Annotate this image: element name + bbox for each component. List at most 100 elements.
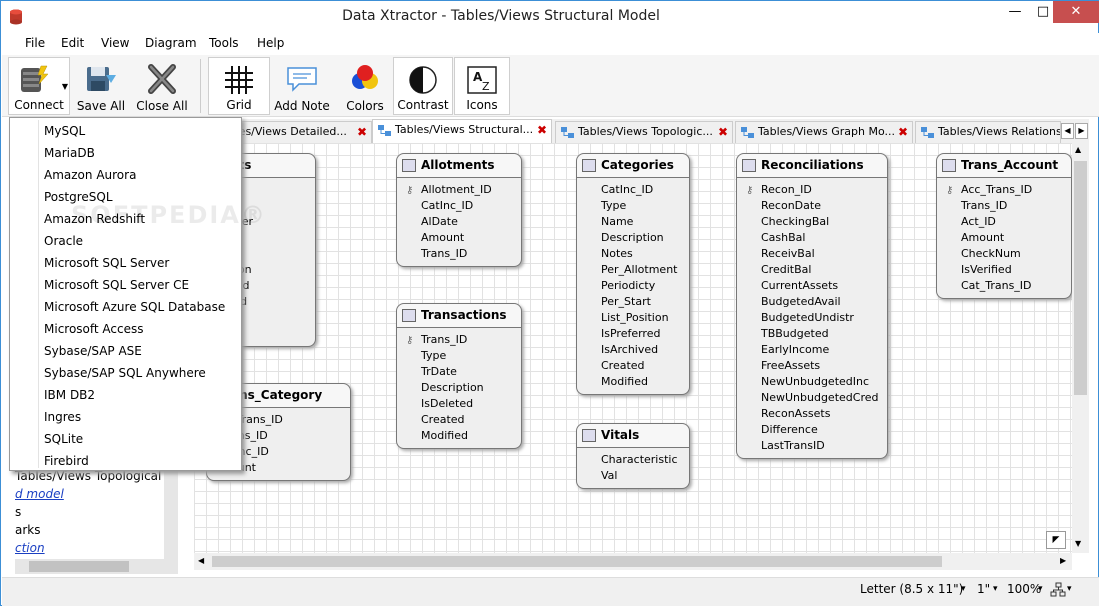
entity-field[interactable]: CreditBal <box>737 262 887 278</box>
minimize-button[interactable]: — <box>1008 4 1022 19</box>
chevron-down-icon[interactable]: ▾ <box>1067 584 1072 594</box>
scroll-down-icon[interactable]: ▼ <box>1075 539 1082 548</box>
entity-field[interactable]: ⚷Recon_ID <box>737 182 887 198</box>
entity-field[interactable]: Modified <box>397 428 521 444</box>
scroll-left-icon[interactable]: ◀ <box>198 556 205 565</box>
entity-field[interactable]: Created <box>397 412 521 428</box>
chevron-down-icon[interactable]: ▾ <box>961 584 966 594</box>
entity-field[interactable]: LastTransID <box>737 438 887 454</box>
entity-field[interactable]: CheckNum <box>937 246 1071 262</box>
entity-field[interactable]: Description <box>577 230 689 246</box>
entity-field[interactable]: Notes <box>577 246 689 262</box>
icons-button[interactable]: A Z Icons <box>454 57 510 115</box>
connect-menu-item[interactable]: Microsoft Azure SQL Database <box>44 300 226 314</box>
left-panel-link[interactable]: ction <box>15 541 45 555</box>
connect-menu-item[interactable]: SQLite <box>44 432 84 446</box>
entity-field[interactable]: Trans_ID <box>937 198 1071 214</box>
zoom-selector[interactable]: 100% <box>1007 582 1042 596</box>
left-panel-item[interactable]: Tables/Views Topological M <box>15 469 176 483</box>
tab-scroll-right-icon[interactable]: ▶ <box>1075 123 1088 139</box>
entity-field[interactable]: Per_Start <box>577 294 689 310</box>
entity-field[interactable]: ReceivBal <box>737 246 887 262</box>
menu-file[interactable]: File <box>25 36 46 50</box>
entity-header[interactable]: Trans_Account <box>937 154 1071 178</box>
entity-field[interactable]: Per_Allotment <box>577 262 689 278</box>
entity-field[interactable]: NewUnbudgetedInc <box>737 374 887 390</box>
menu-edit[interactable]: Edit <box>61 36 85 50</box>
entity-header[interactable]: Reconciliations <box>737 154 887 178</box>
entity-field[interactable]: Type <box>397 348 521 364</box>
connect-button[interactable]: ▼ Connect <box>8 57 70 115</box>
tab-scroll-left-icon[interactable]: ◀ <box>1061 123 1074 139</box>
entity-field[interactable]: CatInc_ID <box>397 198 521 214</box>
entity-field[interactable]: Created <box>577 358 689 374</box>
entity-header[interactable]: Transactions <box>397 304 521 328</box>
entity-field[interactable]: Amount <box>937 230 1071 246</box>
entity-field[interactable]: NewUnbudgetedCred <box>737 390 887 406</box>
connect-menu-item[interactable]: Amazon Aurora <box>44 168 137 182</box>
grid-button[interactable]: Grid <box>208 57 270 115</box>
entity-field[interactable]: List_Position <box>577 310 689 326</box>
close-window-button[interactable]: ✕ <box>1053 1 1099 23</box>
connect-menu-item[interactable]: Microsoft SQL Server CE <box>44 278 190 292</box>
tab-close-icon[interactable]: ✖ <box>356 125 367 139</box>
entity-field[interactable]: CurrentAssets <box>737 278 887 294</box>
entity-header[interactable]: Categories <box>577 154 689 178</box>
connect-menu-item[interactable]: MySQL <box>44 124 86 138</box>
entity-field[interactable]: Trans_ID <box>397 246 521 262</box>
entity-field[interactable]: IsArchived <box>577 342 689 358</box>
vscroll-thumb[interactable] <box>1074 161 1087 395</box>
entity-field[interactable]: BudgetedAvail <box>737 294 887 310</box>
entity-field[interactable]: IsVerified <box>937 262 1071 278</box>
diagram-canvas[interactable]: ccountst_IDmet_Numbertespet_PositionPref… <box>194 143 1072 553</box>
entity-field[interactable]: Type <box>577 198 689 214</box>
grid-size-selector[interactable]: 1" <box>977 582 991 596</box>
canvas-vscroll[interactable]: ▲ ▼ <box>1072 143 1089 553</box>
entity-header[interactable]: Allotments <box>397 154 521 178</box>
maximize-button[interactable]: □ <box>1036 4 1050 19</box>
connect-menu-item[interactable]: MariaDB <box>44 146 95 160</box>
entity-field[interactable]: Periodicty <box>577 278 689 294</box>
entity-field[interactable]: FreeAssets <box>737 358 887 374</box>
chevron-down-icon[interactable]: ▾ <box>993 584 998 594</box>
entity-field[interactable]: CashBal <box>737 230 887 246</box>
entity-field[interactable]: CheckingBal <box>737 214 887 230</box>
canvas-hscroll[interactable]: ◀ ▶ <box>194 553 1072 570</box>
tab-structural-model[interactable]: Tables/Views Structural... ✖ <box>372 119 552 143</box>
menu-view[interactable]: View <box>101 36 130 50</box>
entity-field[interactable]: ⚷Allotment_ID <box>397 182 521 198</box>
entity-field[interactable]: ⚷Acc_Trans_ID <box>937 182 1071 198</box>
tab-topological-model[interactable]: Tables/Views Topologic... ✖ <box>555 121 733 143</box>
entity-field[interactable]: Difference <box>737 422 887 438</box>
entity-field[interactable]: _Trans_ID <box>207 412 350 428</box>
connect-menu-item[interactable]: Oracle <box>44 234 84 248</box>
left-panel-hscroll[interactable] <box>15 559 178 574</box>
menu-tools[interactable]: Tools <box>209 36 239 50</box>
connect-menu-item[interactable]: Ingres <box>44 410 82 424</box>
entity-header[interactable]: Vitals <box>577 424 689 448</box>
entity-field[interactable]: Cat_Trans_ID <box>937 278 1071 294</box>
tab-relationship-model[interactable]: Tables/Views Relationsl <box>915 121 1061 143</box>
tab-close-icon[interactable]: ✖ <box>717 125 728 139</box>
scroll-up-icon[interactable]: ▲ <box>1075 145 1082 154</box>
canvas-corner-button[interactable]: ◤ <box>1046 531 1066 549</box>
left-panel-vscroll[interactable] <box>164 469 178 559</box>
connect-menu-item[interactable]: Sybase/SAP SQL Anywhere <box>44 366 206 380</box>
entity-field[interactable]: ⚷Trans_ID <box>397 332 521 348</box>
entity-field[interactable]: EarlyIncome <box>737 342 887 358</box>
entity-field[interactable]: TrDate <box>397 364 521 380</box>
save-all-button[interactable]: Save All <box>74 57 128 115</box>
entity-field[interactable]: IsPreferred <box>577 326 689 342</box>
entity-field[interactable]: Amount <box>397 230 521 246</box>
entity-field[interactable]: CatInc_ID <box>577 182 689 198</box>
entity-field[interactable]: Act_ID <box>937 214 1071 230</box>
entity-field[interactable]: ReconAssets <box>737 406 887 422</box>
layout-icon[interactable] <box>1050 582 1066 598</box>
tab-close-icon[interactable]: ✖ <box>897 125 908 139</box>
scroll-right-icon[interactable]: ▶ <box>1060 556 1067 565</box>
entity-field[interactable]: Val <box>577 468 689 484</box>
chevron-down-icon[interactable]: ▾ <box>1038 584 1043 594</box>
